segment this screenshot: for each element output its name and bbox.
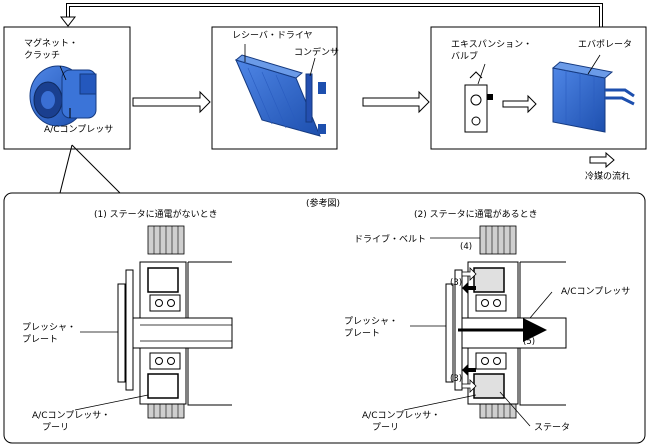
stator-label: ステータ <box>534 422 570 433</box>
flow-arrow-2 <box>362 90 430 114</box>
label-4: (4) <box>460 242 472 252</box>
label-5: (5) <box>523 337 535 347</box>
label-3-bottom: (3) <box>450 374 462 384</box>
reference-title: (参考図) <box>306 197 340 209</box>
compressor-box <box>3 26 131 150</box>
clutch-label-2: クラッチ <box>24 50 60 61</box>
right-pulley-1: A/Cコンプレッサ・ <box>362 410 440 421</box>
right-heading: (2) ステータに通電があるとき <box>414 208 538 220</box>
return-flow-line <box>59 3 603 27</box>
evaporator-label: エバポレータ <box>578 39 632 50</box>
clutch-diagram-off <box>74 225 233 419</box>
receiver-dryer-label: レシーバ・ドライヤ <box>232 30 313 41</box>
drive-belt-label: ドライブ・ベルト <box>354 233 426 245</box>
clutch-label-1: マグネット・ <box>24 37 78 49</box>
left-pulley-1: A/Cコンプレッサ・ <box>32 410 110 421</box>
condenser-illustration <box>234 54 326 137</box>
expansion-valve-label-1: エキスパンション・ <box>451 39 532 50</box>
right-pulley-2: プーリ <box>372 422 399 433</box>
evaporator-illustration <box>551 61 635 133</box>
compressor-illustration <box>29 65 97 127</box>
left-pressure-plate-2: プレート <box>22 334 58 345</box>
expansion-valve-illustration <box>464 71 493 133</box>
right-pressure-plate-1: プレッシャ・ <box>344 316 398 327</box>
evaporator-box <box>430 26 647 150</box>
right-pressure-plate-2: プレート <box>344 328 380 339</box>
condenser-box <box>211 26 338 150</box>
callout-lines <box>59 144 121 194</box>
label-3-top: (3) <box>450 278 462 288</box>
refrigerant-flow-label: 冷媒の流れ <box>585 170 630 182</box>
compressor-label: A/Cコンプレッサ <box>44 124 113 135</box>
right-compressor-label: A/Cコンプレッサ <box>561 286 630 297</box>
left-pulley-2: プーリ <box>42 422 69 433</box>
expansion-valve-label-2: バルブ <box>451 50 478 62</box>
flow-legend-arrow <box>589 151 615 169</box>
condenser-label: コンデンサ <box>294 46 339 58</box>
clutch-diagram-on <box>403 225 567 427</box>
flow-arrow-1 <box>132 90 211 114</box>
left-pressure-plate-1: プレッシャ・ <box>22 322 76 333</box>
left-heading: (1) ステータに通電がないとき <box>94 208 218 220</box>
